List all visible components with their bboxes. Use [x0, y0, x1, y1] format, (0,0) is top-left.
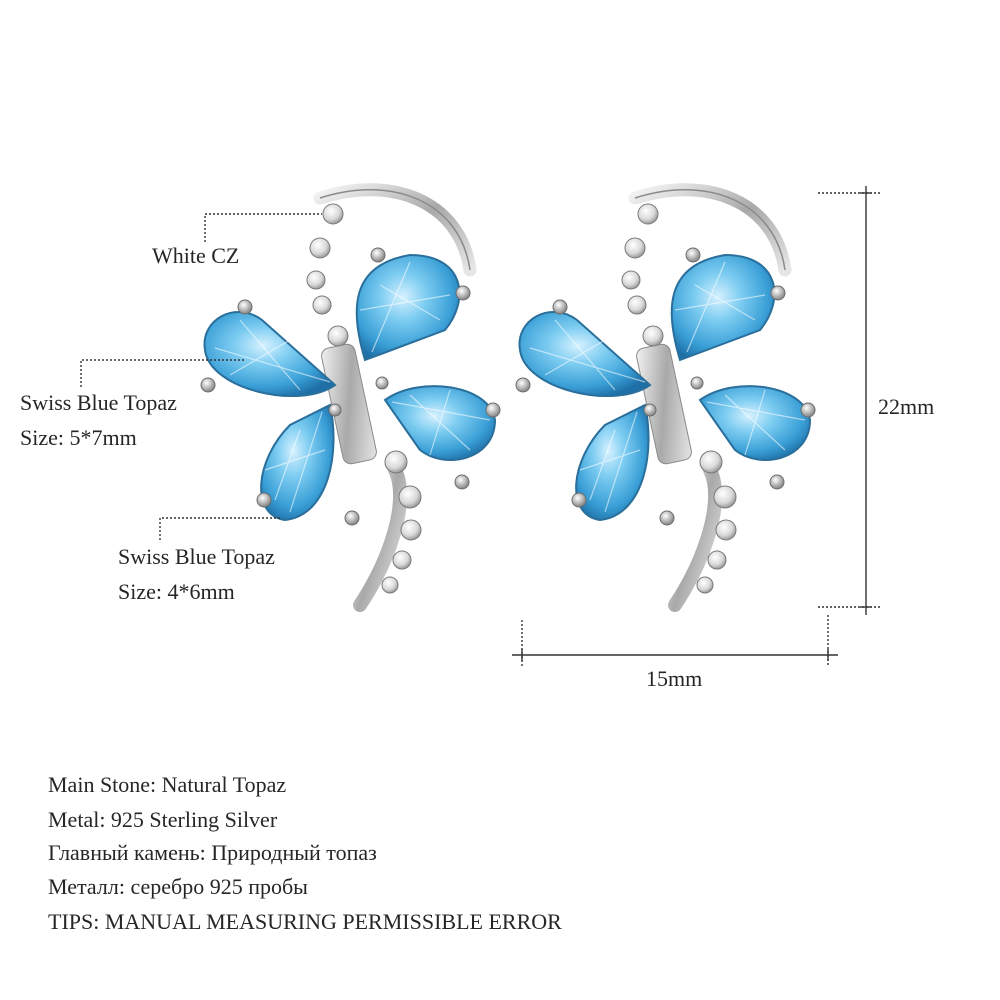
topaz-large-name-label: Swiss Blue Topaz: [20, 390, 177, 415]
spec-tips: TIPS: MANUAL MEASURING PERMISSIBLE ERROR: [48, 909, 562, 934]
spec-main-stone: Main Stone: Natural Topaz: [48, 772, 287, 797]
white-cz-label: White CZ: [152, 243, 240, 268]
topaz-small-leader-line: [159, 517, 282, 540]
spec-main-stone-ru: Главный камень: Природный топаз: [48, 840, 377, 865]
height-dimension-label: 22mm: [878, 394, 935, 419]
topaz-small-name-label: Swiss Blue Topaz: [118, 544, 275, 569]
topaz-large-leader-line: [80, 359, 245, 387]
spec-metal: Metal: 925 Sterling Silver: [48, 807, 278, 832]
height-dimension-line: [818, 186, 880, 615]
white-cz-leader-line: [204, 213, 322, 242]
width-dimension-label: 15mm: [646, 666, 703, 691]
width-dimension-line: [512, 615, 838, 666]
spec-metal-ru: Металл: серебро 925 пробы: [48, 874, 308, 899]
topaz-small-size-label: Size: 4*6mm: [118, 579, 235, 604]
topaz-large-size-label: Size: 5*7mm: [20, 425, 137, 450]
right-earring-image: [516, 190, 815, 605]
